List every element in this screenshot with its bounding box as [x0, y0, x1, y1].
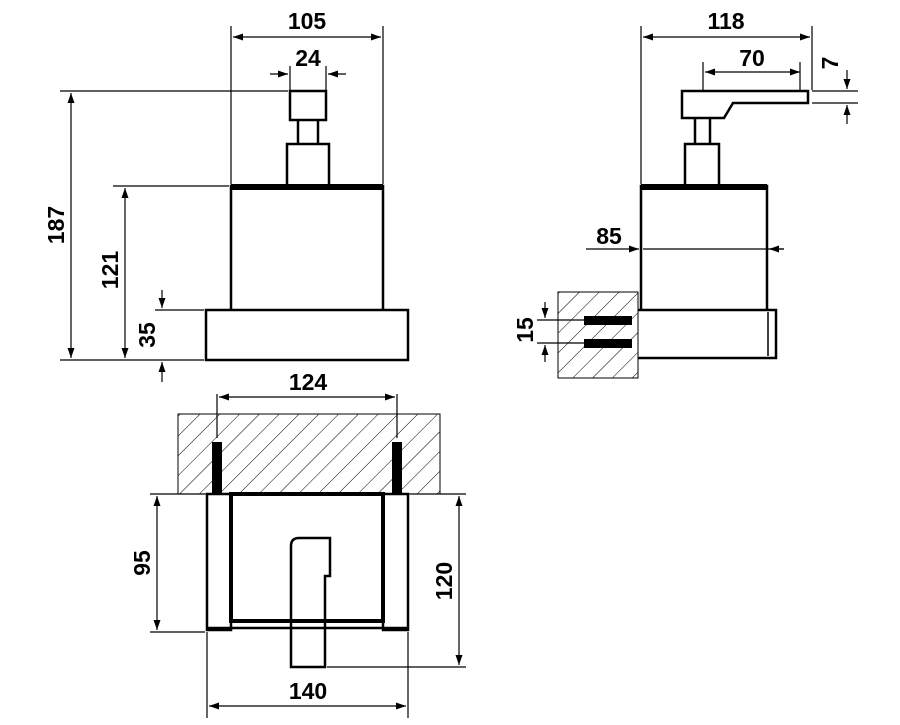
dim-pump-width: 24: [295, 45, 321, 71]
top-spout: [289, 536, 332, 669]
dim-spout-length: 70: [739, 45, 765, 71]
dim-front-width: 105: [288, 8, 327, 34]
dim-screw-spacing-side: 15: [512, 317, 538, 343]
side-wall: [557, 291, 639, 379]
front-container: [229, 184, 385, 310]
dim-top-base-width: 140: [289, 678, 327, 704]
top-base-left: [205, 492, 233, 632]
dim-total-height: 187: [43, 206, 69, 244]
top-container: [229, 492, 385, 623]
dim-side-depth: 118: [707, 8, 744, 34]
side-base: [638, 308, 778, 360]
top-view: 124 95 120 140: [129, 369, 466, 718]
top-screw-left: [212, 442, 222, 494]
top-screw-right: [392, 442, 402, 494]
front-base: [204, 308, 410, 362]
side-screw-lower: [584, 339, 632, 348]
side-pump-body: [683, 142, 721, 188]
side-container: [639, 184, 769, 310]
side-screw-upper: [584, 316, 632, 325]
dim-spout-thickness: 7: [817, 57, 843, 70]
dim-top-container-depth: 95: [129, 550, 155, 576]
front-pump-head: [288, 89, 328, 122]
dim-base-height: 35: [134, 322, 160, 348]
front-pump-body: [285, 142, 331, 188]
side-view: 118 70 7 85 15: [512, 8, 858, 379]
dim-container-height: 121: [97, 251, 123, 290]
side-spout: [680, 89, 810, 120]
front-view: 105 24 187 121 35: [43, 8, 410, 382]
dim-side-container-width: 85: [596, 223, 622, 249]
top-base-right: [381, 492, 410, 632]
dim-screw-spacing-top: 124: [289, 369, 328, 395]
dim-top-total-depth: 120: [431, 562, 457, 600]
